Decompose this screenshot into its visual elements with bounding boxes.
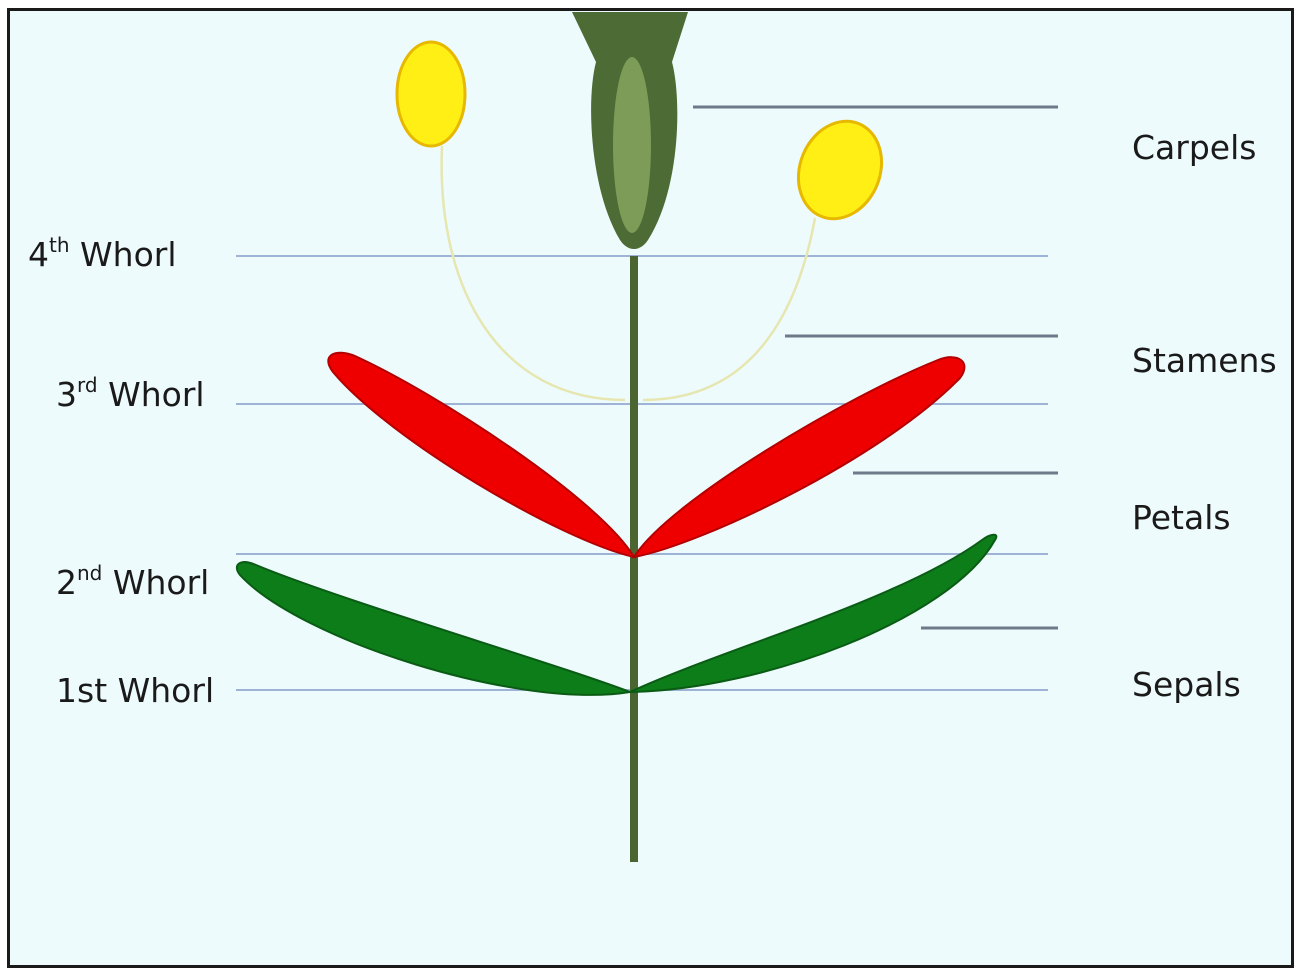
whorl-label-2: 2nd Whorl	[56, 566, 209, 599]
whorl-label-3: 3rd Whorl	[56, 378, 205, 411]
petal-right	[634, 357, 964, 557]
anther-left	[397, 42, 465, 146]
petals-label: Petals	[1132, 501, 1231, 534]
whorl-label-4: 4th Whorl	[28, 238, 177, 271]
carpel-inner	[613, 57, 651, 233]
whorl-label-1: 1st Whorl	[56, 674, 214, 707]
stamen-filament-right	[643, 218, 815, 400]
sepals-label: Sepals	[1132, 668, 1241, 701]
stamen-filament-left	[442, 146, 625, 400]
stamens-label: Stamens	[1132, 344, 1277, 377]
anther-right	[784, 109, 896, 232]
sepal-right	[630, 535, 996, 692]
petal-left	[328, 353, 634, 557]
sepal-left	[237, 562, 630, 695]
carpels-label: Carpels	[1132, 131, 1256, 164]
